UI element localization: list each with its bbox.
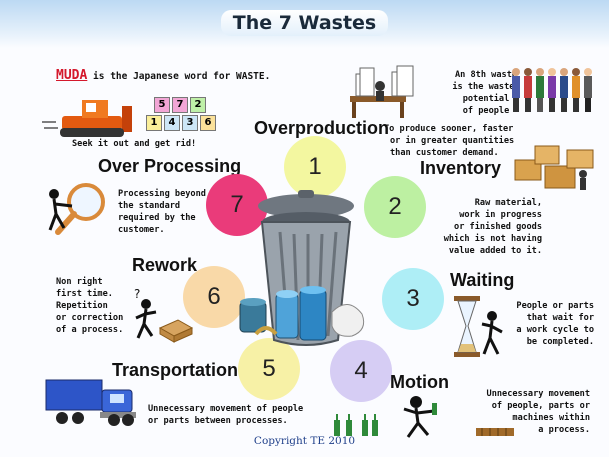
waste-7-description: Processing beyond the standard required … [118,189,206,235]
block-top-2: 7 [172,97,188,113]
number-blocks: 5 7 2 1 4 3 6 [146,97,226,131]
waste-3-circle: 3 [382,268,444,330]
waste-2-number: 2 [388,193,402,220]
magnifier-icon [48,183,105,235]
waste-1-circle: 1 [284,136,346,198]
paperwork-desk-icon [350,65,414,118]
stick-figure-icon [403,396,437,438]
waste-2-heading: Inventory [420,158,502,178]
block-bottom-2: 4 [164,115,180,131]
block-bottom-3: 3 [182,115,198,131]
waste-5-circle: 5 [238,338,300,400]
waste-1-description: To produce sooner, faster or in greater … [384,124,515,158]
waste-2-circle: 2 [364,176,426,238]
waste-5-description: Unnecessary movement of people or parts … [148,404,304,426]
waste-3-description: People or parts that wait for a work cyc… [516,301,594,347]
waste-3-number: 3 [406,285,420,312]
waste-6-heading: Rework [132,255,198,275]
waste-1-heading: Overproduction [254,118,390,138]
waste-3-heading: Waiting [450,270,515,290]
trash-can-icon [239,190,365,346]
conveyor-icon [476,428,514,436]
waste-2-description: Raw material, work in progress or finish… [443,198,542,256]
muda-word: MUDA [56,68,88,83]
block-top-3: 2 [190,97,206,113]
confused-figure-icon: ? [134,287,194,343]
waste-6-circle: 6 [183,266,245,328]
waste-7-heading: Over Processing [98,156,242,176]
boxes-icon [514,145,594,190]
svg-text:?: ? [134,287,140,301]
waste-7-circle: 7 [206,174,268,236]
waste-1-number: 1 [308,153,322,180]
block-bottom-4: 6 [200,115,216,131]
block-top-1: 5 [154,97,170,113]
bottles-icon [334,414,378,436]
waste-4-description: Unnecessary movement of people, parts or… [486,389,590,435]
waste-5-number: 5 [262,355,276,382]
waste-4-number: 4 [354,357,368,384]
muda-rest: is the Japanese word for WASTE. [87,71,271,82]
muda-definition: MUDA is the Japanese word for WASTE. [56,68,270,83]
page-title: The 7 Wastes [0,10,609,36]
people-group-icon [512,68,592,112]
hourglass-icon [454,296,503,357]
waste-7-number: 7 [230,191,244,218]
waste-6-description: Non right first time. Repetition or corr… [56,277,124,335]
eighth-waste-note: An 8th waste is the wasted potential of … [452,70,520,116]
block-bottom-1: 1 [146,115,162,131]
truck-icon [45,379,136,426]
waste-6-number: 6 [207,283,221,310]
waste-4-circle: 4 [330,340,392,402]
waste-5-heading: Transportation [112,360,239,380]
copyright: Copyright TE 2010 [253,435,356,447]
bulldozer-icon [42,100,132,137]
seek-caption: Seek it out and get rid! [72,139,197,149]
waste-4-heading: Motion [390,372,449,392]
